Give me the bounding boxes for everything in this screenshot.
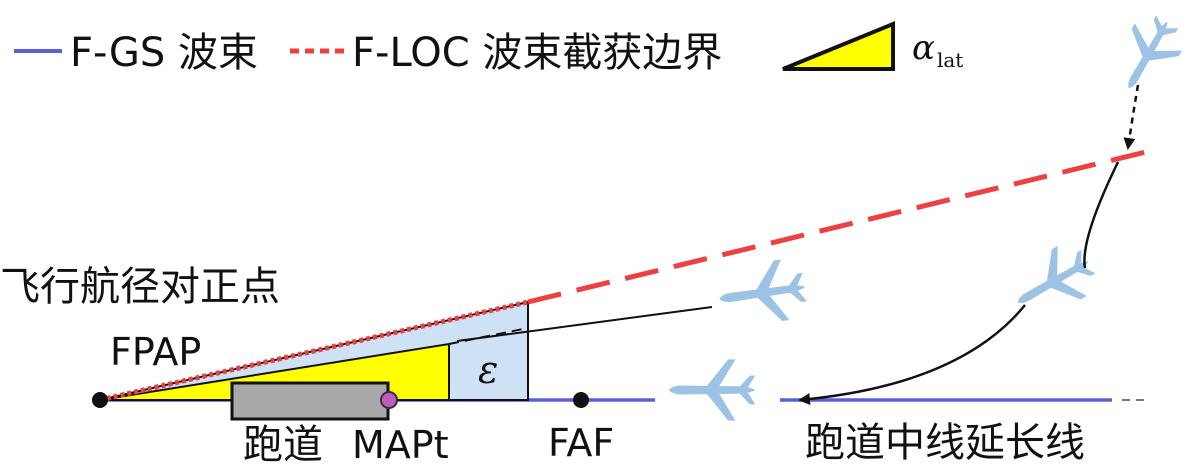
mapt-label: MAPt [352, 423, 449, 465]
fpap-label: FPAP [110, 330, 201, 374]
aircraft-intercept-icon [714, 256, 810, 330]
intercept-path [456, 306, 713, 342]
runway-label: 跑道 [243, 422, 323, 465]
legend-item-loc: F-LOC 波束截获边界 [290, 30, 722, 76]
legend-item-gs: F-GS 波束 [14, 30, 258, 76]
fpap-point [92, 392, 108, 408]
fpap-cn-label: 飞行航径对正点 [0, 264, 280, 310]
aircraft-icons [668, 8, 1191, 421]
loc-boundary-far [527, 148, 1151, 305]
turn-path-upper [1083, 161, 1120, 269]
faf-label: FAF [548, 421, 614, 465]
descent-arrow [1123, 84, 1140, 150]
legend-alpha-symbol: α [912, 28, 935, 68]
legend-gs-label: F-GS 波束 [70, 30, 258, 76]
aircraft-top-icon [1105, 8, 1191, 102]
loc-boundary-near [99, 299, 529, 403]
epsilon-label: ε [478, 348, 498, 392]
mapt-point [380, 391, 398, 409]
centerline-label: 跑道中线延长线 [805, 420, 1085, 465]
legend-alpha-swatch [782, 21, 895, 71]
legend-alpha-subscript: lat [937, 48, 963, 72]
legend-loc-label: F-LOC 波束截获边界 [352, 30, 722, 76]
runway [230, 381, 390, 421]
turn-path-arrow [798, 304, 1026, 406]
aircraft-centerline-icon [668, 359, 756, 421]
faf-point [573, 392, 589, 408]
